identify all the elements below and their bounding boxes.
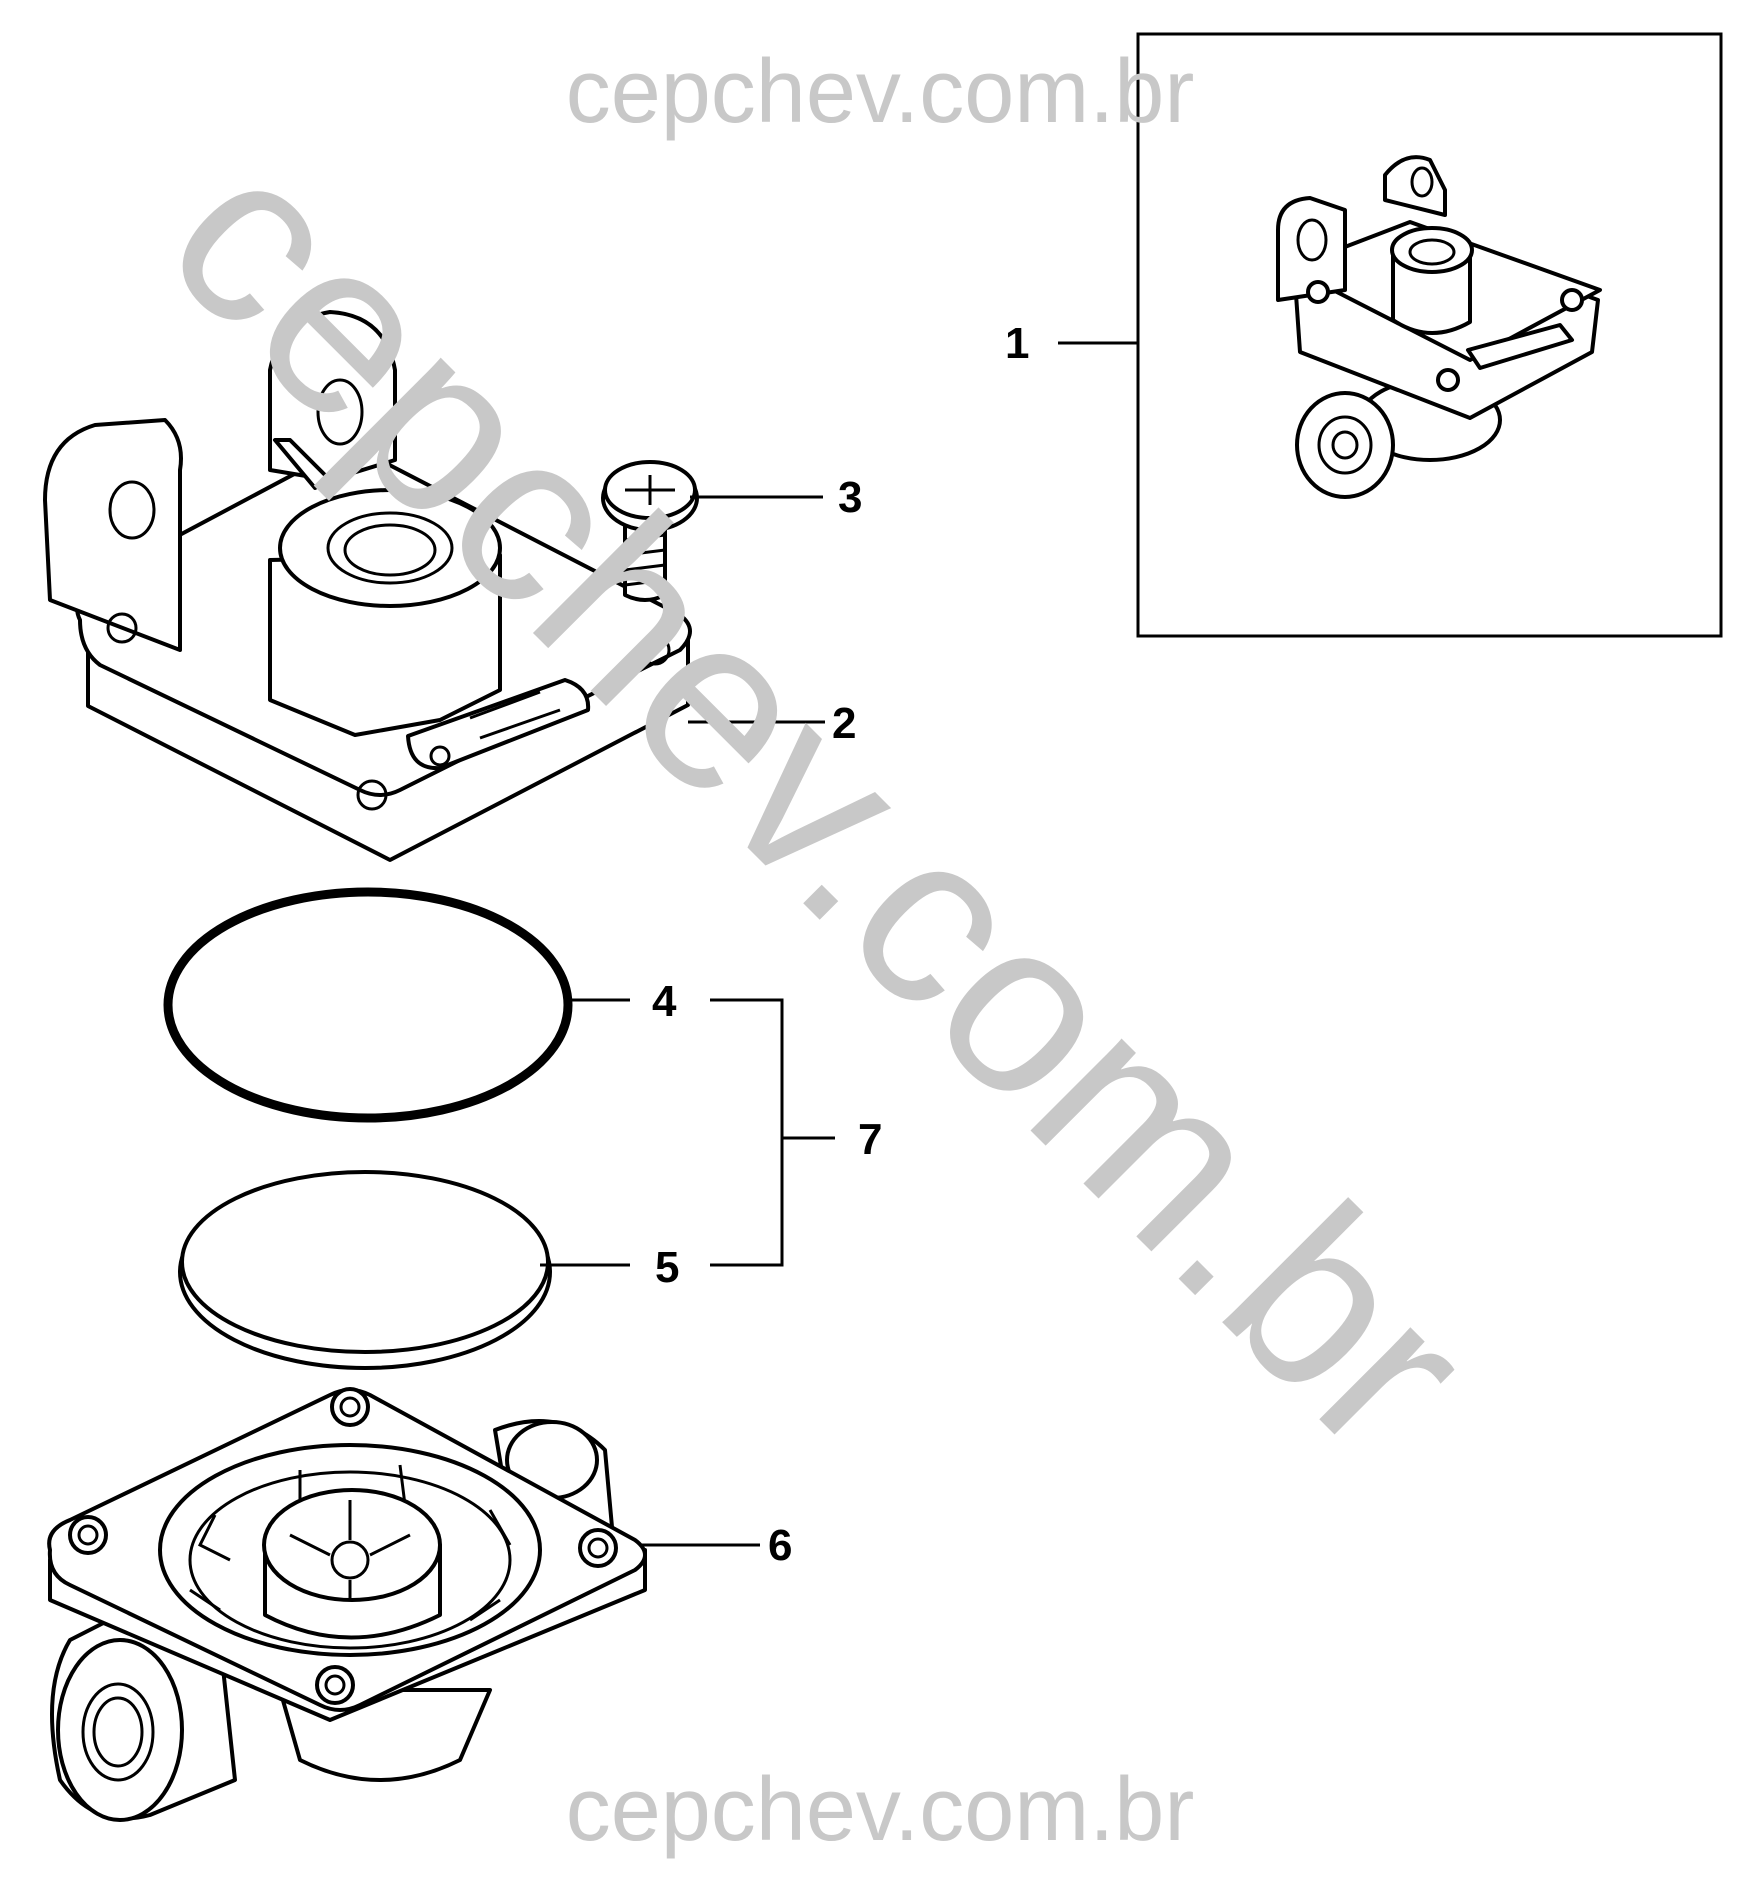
part-3-screw xyxy=(601,460,699,602)
callout-6: 6 xyxy=(768,1521,792,1570)
bracket-7 xyxy=(710,998,835,1267)
inset-frame xyxy=(1136,32,1723,638)
part-2-upper-cover xyxy=(43,310,692,862)
callout-2: 2 xyxy=(832,699,856,748)
leader-lines xyxy=(540,341,1138,1547)
part-4-o-ring xyxy=(163,887,573,1123)
part-5-diaphragm xyxy=(178,1170,552,1370)
callout-1: 1 xyxy=(1005,319,1029,368)
watermark-top: cepchev.com.br xyxy=(566,42,1195,142)
callout-4: 4 xyxy=(652,977,677,1026)
callout-3: 3 xyxy=(838,473,862,522)
callouts: 1 2 3 4 5 6 7 xyxy=(652,319,1029,1570)
callout-7: 7 xyxy=(858,1115,882,1164)
callout-5: 5 xyxy=(655,1243,679,1292)
assembled-valve xyxy=(1276,155,1602,499)
assembly-inset xyxy=(1136,32,1723,638)
watermark-bottom: cepchev.com.br xyxy=(566,1760,1195,1860)
part-6-lower-body xyxy=(47,1387,647,1822)
